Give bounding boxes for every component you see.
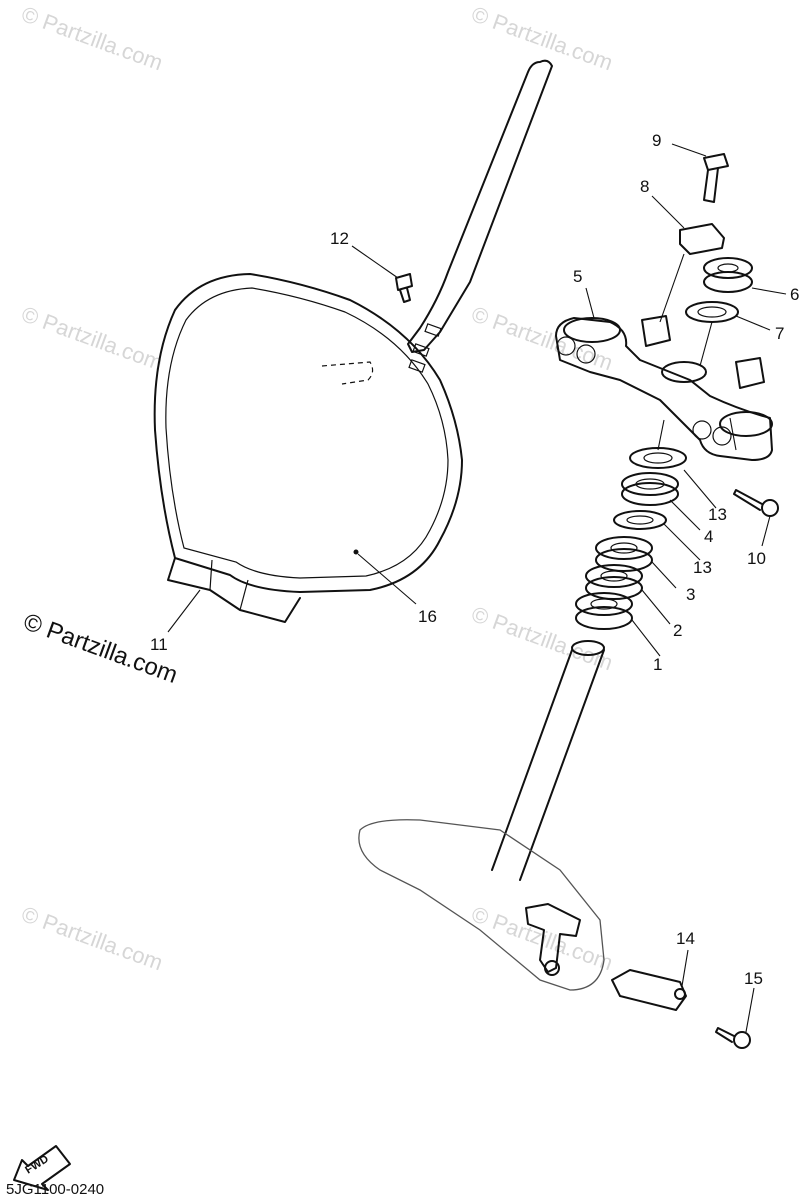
callout-11: 11	[150, 635, 168, 654]
bolt-9	[703, 153, 729, 203]
handlebar-holder-8	[679, 223, 725, 255]
callout-15: 15	[744, 969, 763, 988]
watermark-text: © Partzilla.com	[18, 1, 166, 75]
callout-1: 1	[653, 655, 662, 674]
callout-5: 5	[573, 267, 582, 286]
plate-skirt-crease	[239, 579, 249, 611]
callout-14: 14	[676, 929, 695, 948]
callout-12: 12	[330, 229, 349, 248]
number-plate-assembly	[153, 59, 553, 623]
callout-3: 3	[686, 585, 695, 604]
leader-lines	[167, 143, 787, 1033]
callout-13-upper: 13	[708, 505, 727, 524]
callout-labels: 1 2 3 4 5 6 7 8 9 10 11 12 13 13 14 15 1…	[150, 131, 799, 988]
bearing-2	[585, 564, 643, 600]
callout-16: 16	[418, 607, 437, 626]
watermark-text: © Partzilla.com	[468, 301, 616, 375]
bolt-15	[715, 1027, 751, 1049]
cable-guide-14	[611, 969, 687, 1011]
washer-13-lower	[613, 510, 667, 530]
stay-slot	[424, 323, 442, 337]
number-plate-inner	[165, 287, 449, 579]
hidden-line	[321, 361, 374, 385]
plate-marker-dot	[353, 549, 359, 555]
plate-stay	[407, 59, 553, 353]
ring-nut-4	[621, 472, 679, 506]
stay-slot	[408, 359, 426, 373]
plate-skirt-crease	[209, 559, 213, 591]
callout-7: 7	[775, 324, 784, 343]
watermark-layer: © Partzilla.com © Partzilla.com © Partzi…	[18, 1, 616, 975]
under-bracket-ghost	[358, 819, 605, 991]
bearing-3	[595, 536, 653, 572]
callout-13-lower: 13	[693, 558, 712, 577]
washer-7	[685, 301, 739, 323]
bolt-10	[733, 489, 779, 517]
seal-1	[575, 592, 633, 630]
lower-bracket-tab	[525, 903, 581, 973]
steering-stem	[358, 640, 605, 991]
callout-4: 4	[704, 527, 713, 546]
callout-9: 9	[652, 131, 661, 150]
damper-6	[703, 257, 753, 293]
callout-6: 6	[790, 285, 799, 304]
watermark-text: © Partzilla.com	[18, 901, 166, 975]
watermark-text: © Partzilla.com	[468, 1, 616, 75]
watermark-text: © Partzilla.com	[18, 301, 166, 375]
callout-2: 2	[673, 621, 682, 640]
diagram-code: 5JG1100-0240	[6, 1181, 104, 1198]
fwd-label: FWD	[23, 1153, 51, 1176]
callout-10: 10	[747, 549, 766, 568]
callout-8: 8	[640, 177, 649, 196]
upper-bracket-5	[555, 315, 773, 461]
washer-13-upper	[629, 447, 687, 469]
bolt-12	[395, 273, 413, 303]
number-plate-outer	[153, 273, 463, 593]
plate-skirt	[167, 557, 301, 623]
watermark-text: © Partzilla.com	[468, 601, 616, 675]
